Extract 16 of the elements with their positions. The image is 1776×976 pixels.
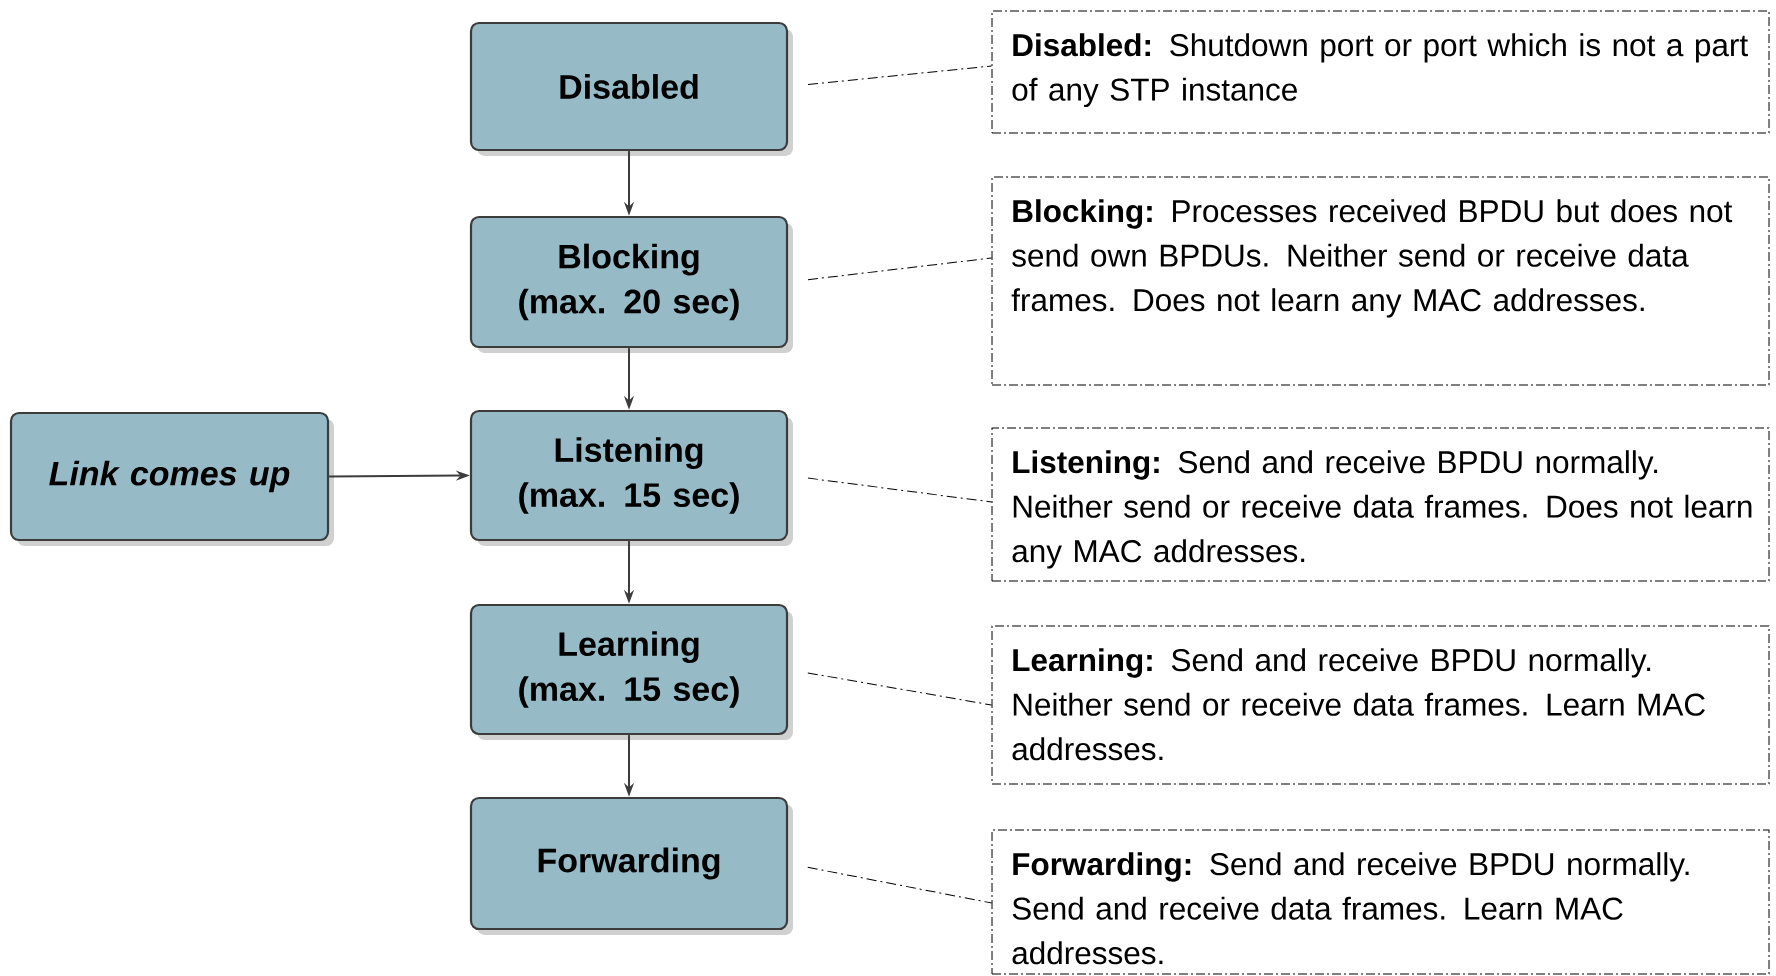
leader-line — [807, 672, 992, 706]
note-box: Learning: Send and receive BPDU normally. Neither send or receive data frames. Learn MAC addresses. — [991, 625, 1770, 785]
state-box: Disabled — [469, 21, 793, 156]
note-box: Blocking: Processes received BPDU but does not send own BPDUs. Neither send or receive data frames. Does not learn any MAC addresses. — [991, 176, 1770, 386]
state-box: Listening (max. 15 sec) — [469, 409, 793, 546]
state-box: Link comes up — [9, 411, 334, 546]
state-box: Learning (max. 15 sec) — [469, 603, 793, 740]
state-box: Forwarding — [469, 796, 793, 935]
leader-line — [807, 866, 992, 904]
leader-line — [807, 477, 992, 503]
note-box: Forwarding: Send and receive BPDU normally. Send and receive data frames. Learn MAC addresses. — [991, 829, 1770, 975]
state-box: Blocking (max. 20 sec) — [469, 215, 793, 353]
leader-line — [807, 257, 992, 281]
leader-line — [807, 65, 992, 85]
note-box: Disabled: Shutdown port or port which is not a part of any STP instance — [991, 10, 1770, 134]
note-box: Listening: Send and receive BPDU normally. Neither send or receive data frames. Does not learn any MAC addresses. — [991, 427, 1770, 582]
